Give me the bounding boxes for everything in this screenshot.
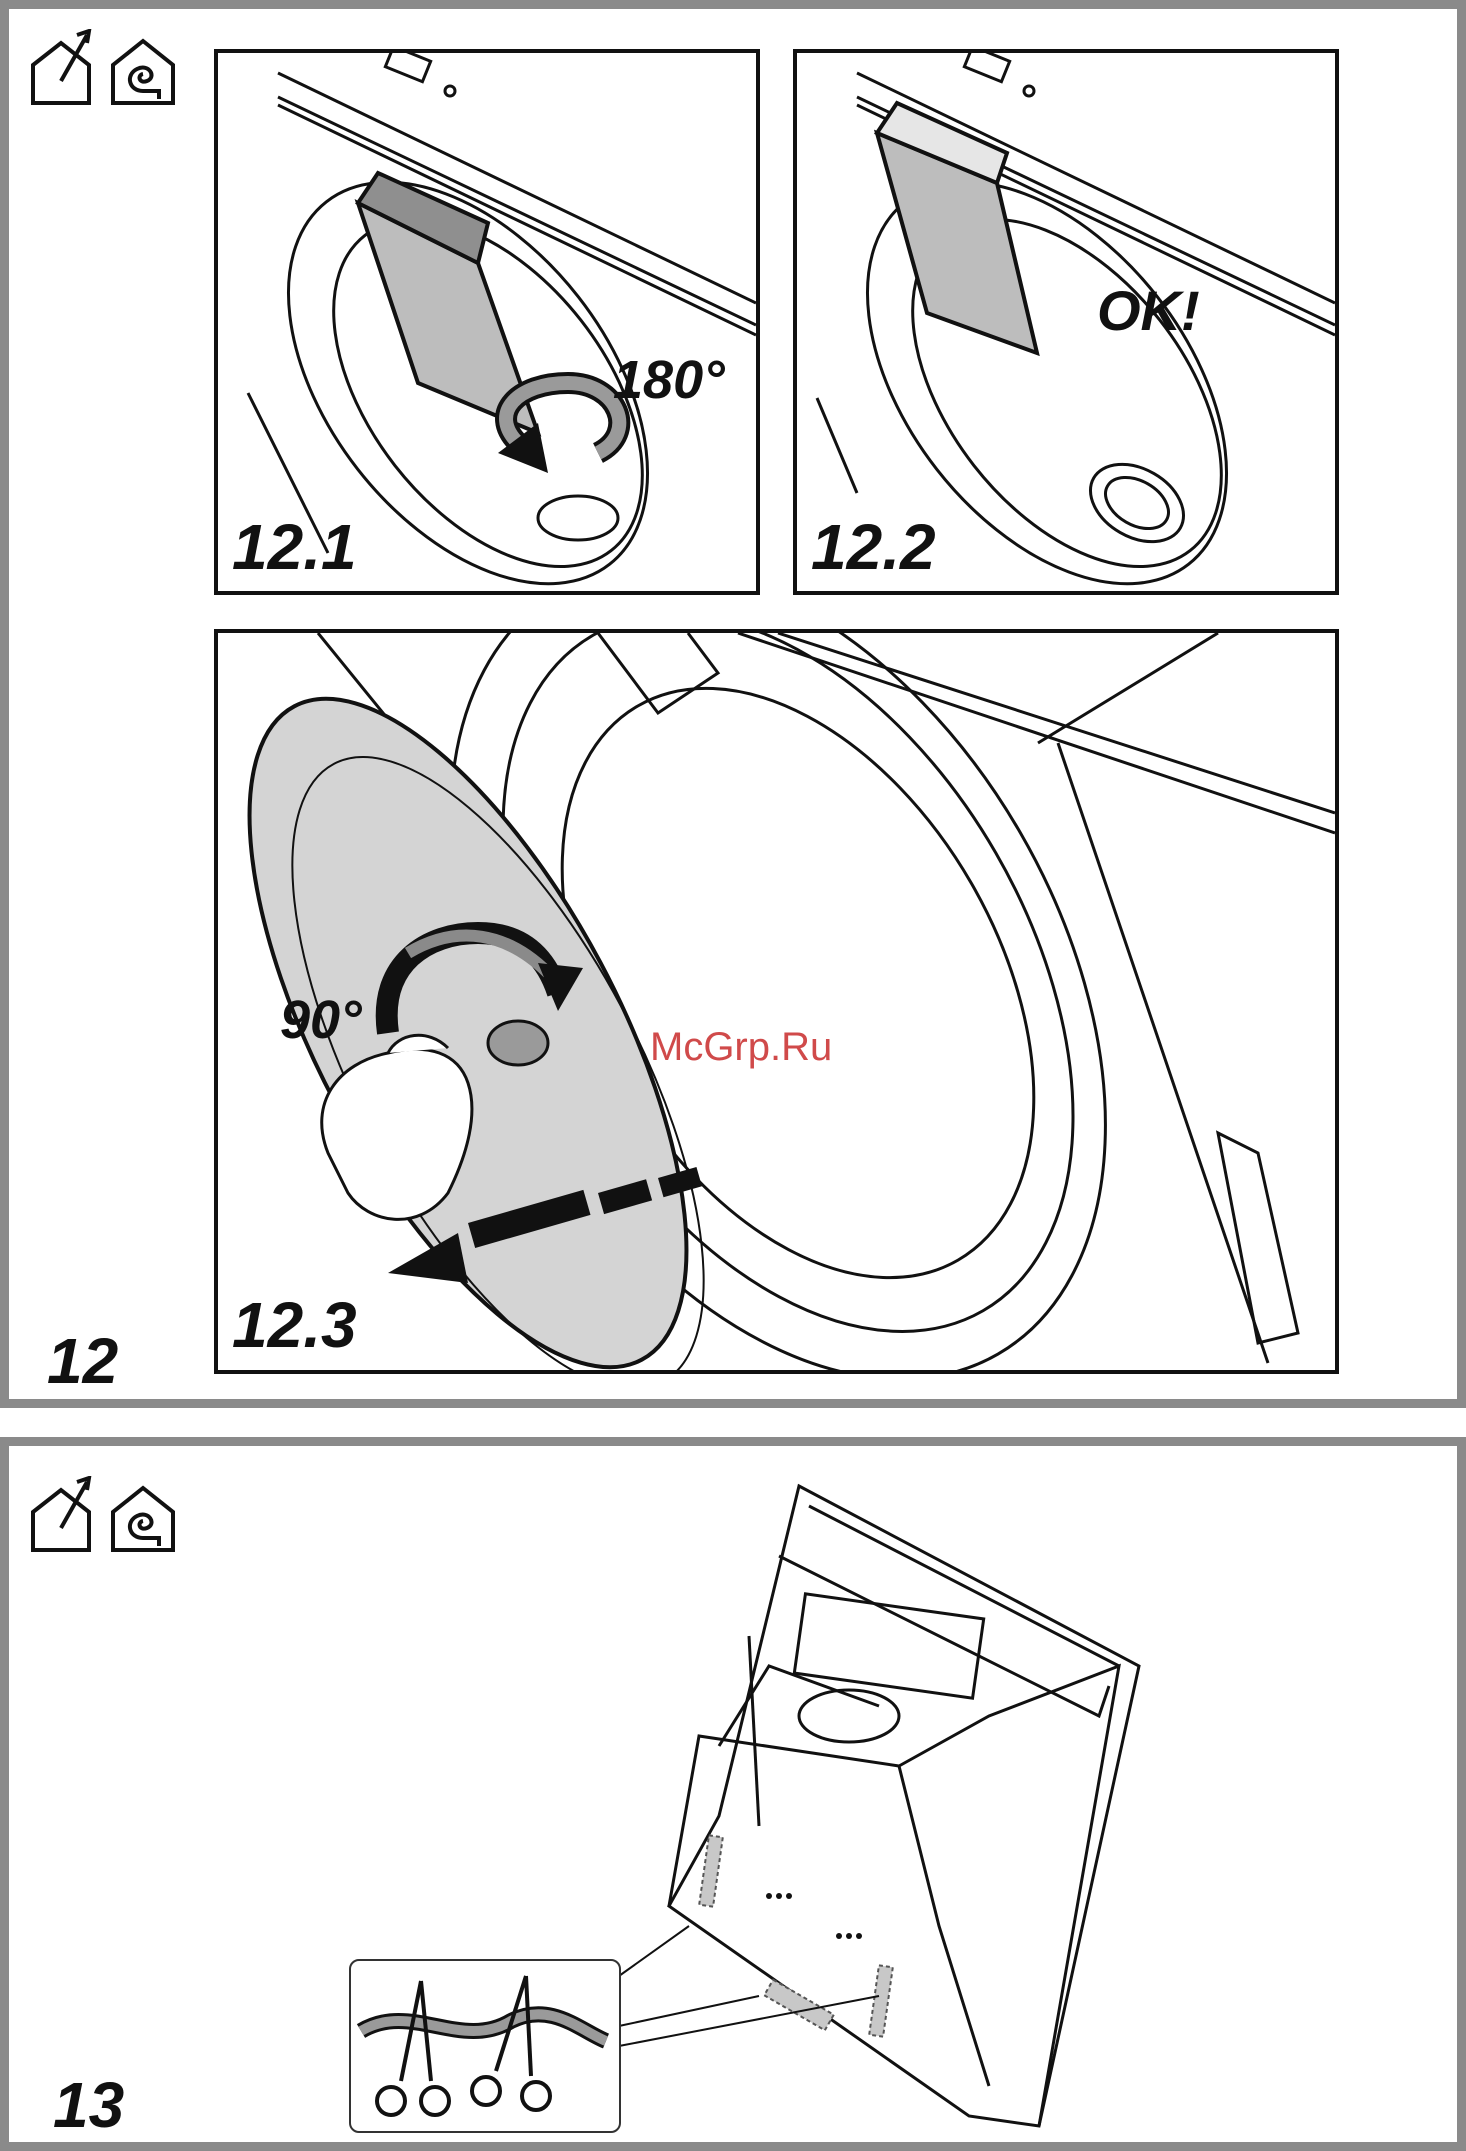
figure-12-label: 12 [47, 1329, 118, 1393]
filter-cartridge [877, 103, 1037, 353]
step-12-2-status: OK! [1097, 283, 1200, 339]
figure-13-frame: 13 [0, 1437, 1466, 2151]
scissors-icon [472, 1976, 550, 2110]
screw-dots [766, 1893, 862, 1939]
watermark: McGrp.Ru [650, 1027, 832, 1067]
step-12-3-label: 12.3 [232, 1293, 357, 1357]
step-12-1-label: 12.1 [232, 515, 357, 579]
step-12-1-angle: 180° [613, 353, 725, 407]
house-recirculation-icon [113, 41, 173, 103]
figure-13-label: 13 [53, 2073, 124, 2137]
tape-cut-inset [349, 1959, 621, 2133]
figure-12-frame: 180° 12.1 OK! 12.2 [0, 0, 1466, 1408]
house-extraction-icon [33, 1478, 89, 1550]
step-12-2-panel: OK! 12.2 [793, 49, 1339, 595]
step-12-2-label: 12.2 [811, 515, 936, 579]
scissors-icon [377, 1981, 449, 2115]
step-12-3-illustration [218, 633, 1335, 1370]
rotate-180-arrow [498, 383, 619, 540]
tape-strips [699, 1835, 893, 2036]
step-12-3-panel: 90° McGrp.Ru 12.3 [214, 629, 1339, 1374]
mode-icons [25, 1476, 185, 1556]
mode-icons [25, 29, 185, 109]
house-extraction-icon [33, 31, 89, 103]
step-12-3-angle: 90° [280, 993, 362, 1047]
house-recirculation-icon [113, 1488, 173, 1550]
step-12-1-panel: 180° 12.1 [214, 49, 760, 595]
scissors-illustration [351, 1961, 615, 2127]
